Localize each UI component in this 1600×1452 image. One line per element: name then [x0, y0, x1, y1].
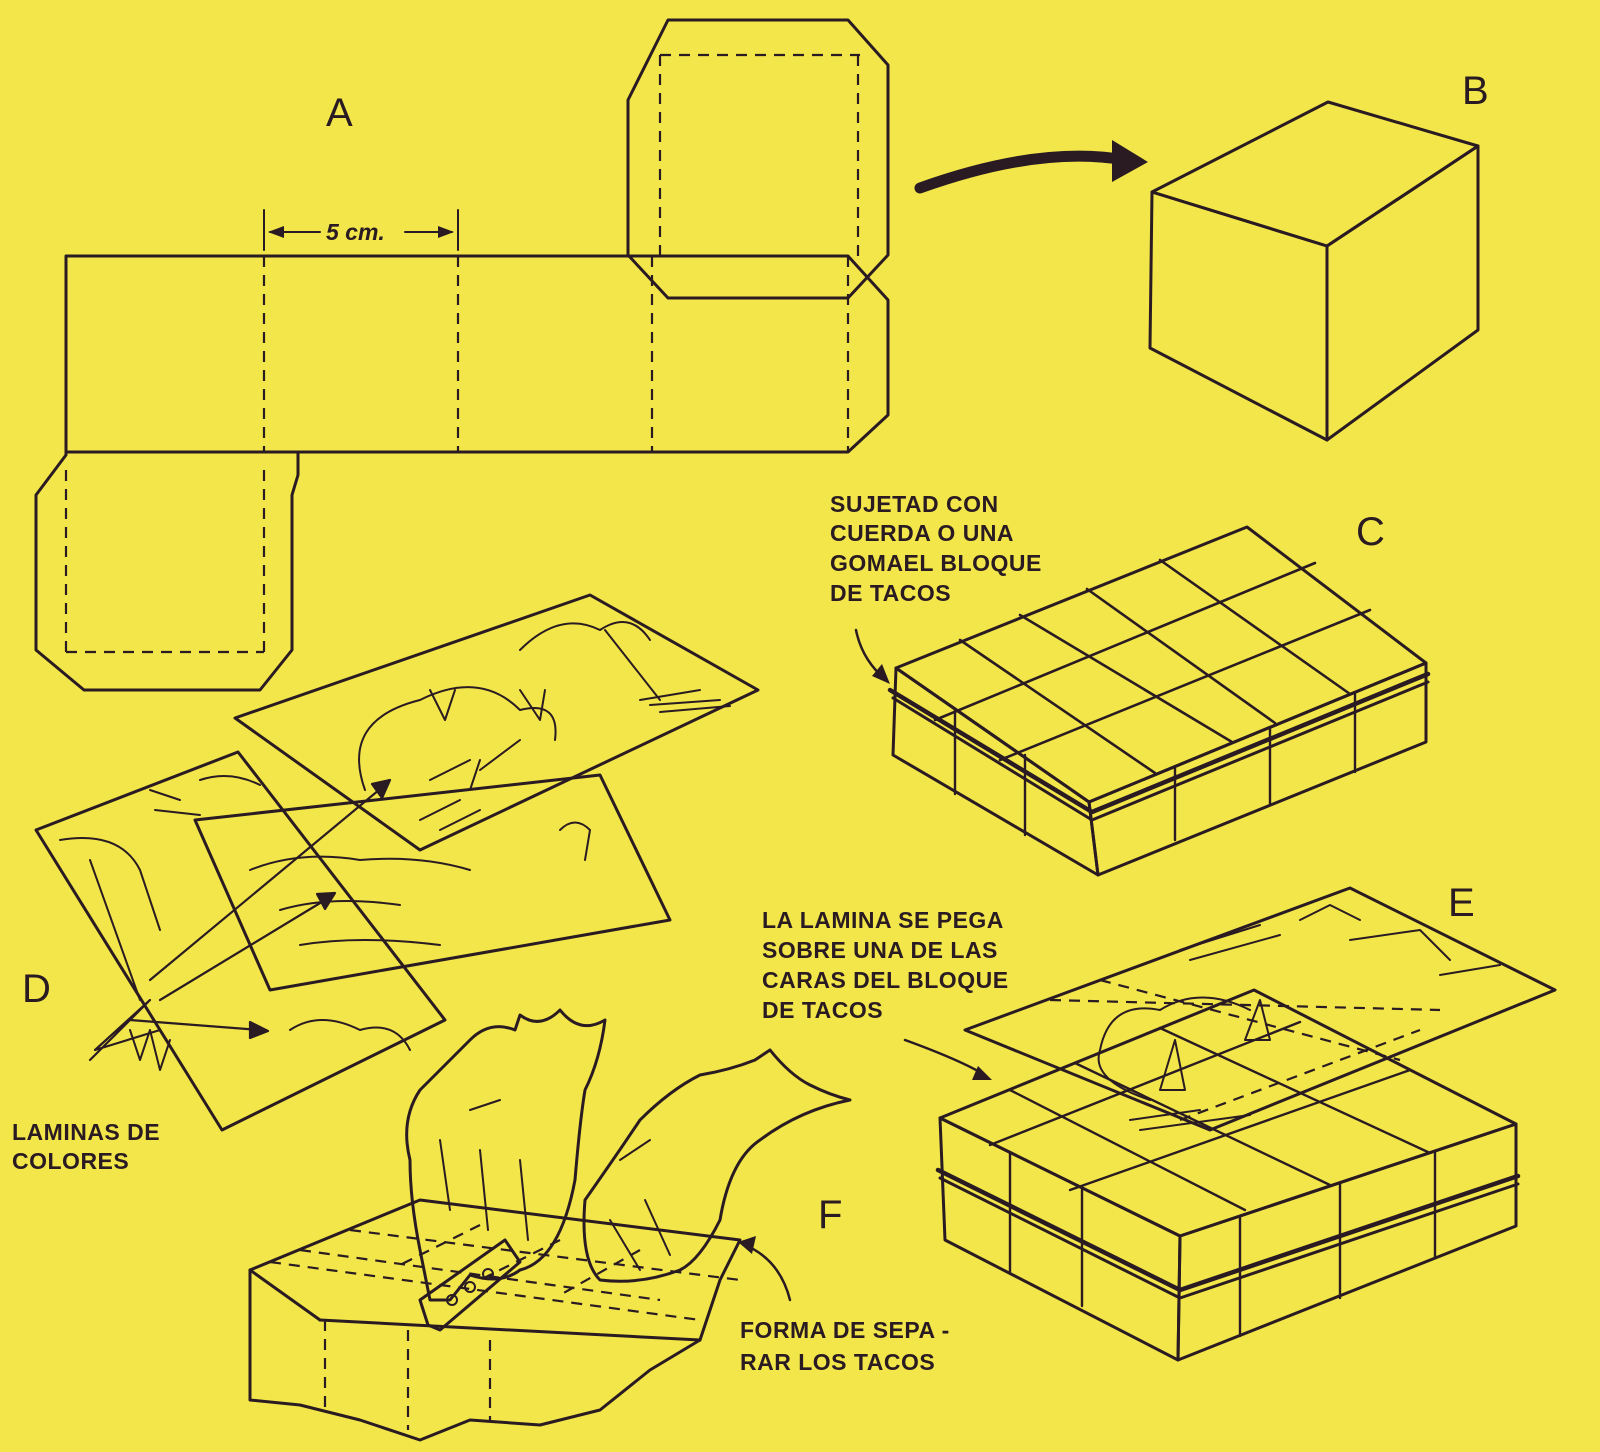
cube-top-face [1150, 100, 1480, 248]
block-side [1087, 661, 1428, 877]
net-top-face [626, 18, 890, 300]
label-e: E [1448, 881, 1475, 925]
note-e-line: LA LAMINA SE PEGA [762, 907, 1003, 933]
sheet-front [233, 593, 760, 852]
label-c: C [1356, 510, 1385, 554]
note-d-line: LAMINAS DE [12, 1119, 160, 1145]
note-c-line: DE TACOS [830, 580, 951, 606]
block-front [891, 666, 1100, 877]
separating-tacos: F FORMA DE SEPA - RAR LOS TACOS [248, 1008, 957, 1442]
e-block-side [1176, 1122, 1518, 1362]
note-c-line: CUERDA O UNA [830, 520, 1013, 546]
dimension-label: 5 cm. [326, 219, 385, 245]
e-sheet [963, 886, 1557, 1132]
cube-net: 5 cm. A [34, 18, 890, 692]
cube-left-face [1148, 190, 1329, 442]
label-b: B [1462, 69, 1489, 113]
net-bottom-face [34, 450, 300, 692]
note-e-line: CARAS DEL BLOQUE [762, 967, 1009, 993]
cube-right-face [1325, 144, 1480, 442]
note-d-line: COLORES [12, 1148, 129, 1174]
label-f: F [818, 1193, 842, 1237]
right-hand [582, 1048, 852, 1283]
left-hand [405, 1008, 607, 1302]
note-f-line: RAR LOS TACOS [740, 1349, 935, 1375]
note-d: LAMINAS DE COLORES [12, 1119, 167, 1174]
note-e-line: SOBRE UNA DE LAS [762, 937, 998, 963]
sheet-on-block: E LA LAMINA SE PEGA SOBRE UNA DE LAS CAR… [762, 881, 1557, 1362]
note-f: FORMA DE SEPA - RAR LOS TACOS [740, 1317, 957, 1375]
e-block-top [938, 988, 1518, 1238]
f-block [248, 1198, 742, 1442]
label-a: A [326, 91, 353, 135]
block-of-tacos: C SUJETAD CON CUERDA O UNA GOMAEL BLOQUE… [830, 491, 1431, 877]
assembled-cube: B [1148, 69, 1489, 442]
note-e-line: DE TACOS [762, 997, 883, 1023]
note-c-line: SUJETAD CON [830, 491, 999, 517]
net-strip [64, 254, 890, 454]
fold-arrow [914, 140, 1148, 194]
note-c-line: GOMAEL BLOQUE [830, 550, 1042, 576]
knife [418, 1238, 522, 1332]
note-c: SUJETAD CON CUERDA O UNA GOMAEL BLOQUE D… [830, 491, 1049, 606]
sheet-middle [193, 773, 672, 992]
label-d: D [22, 967, 51, 1011]
note-f-line: FORMA DE SEPA - [740, 1317, 950, 1343]
colored-sheets: D LAMINAS DE COLORES [12, 593, 760, 1174]
note-e: LA LAMINA SE PEGA SOBRE UNA DE LAS CARAS… [762, 907, 1015, 1023]
